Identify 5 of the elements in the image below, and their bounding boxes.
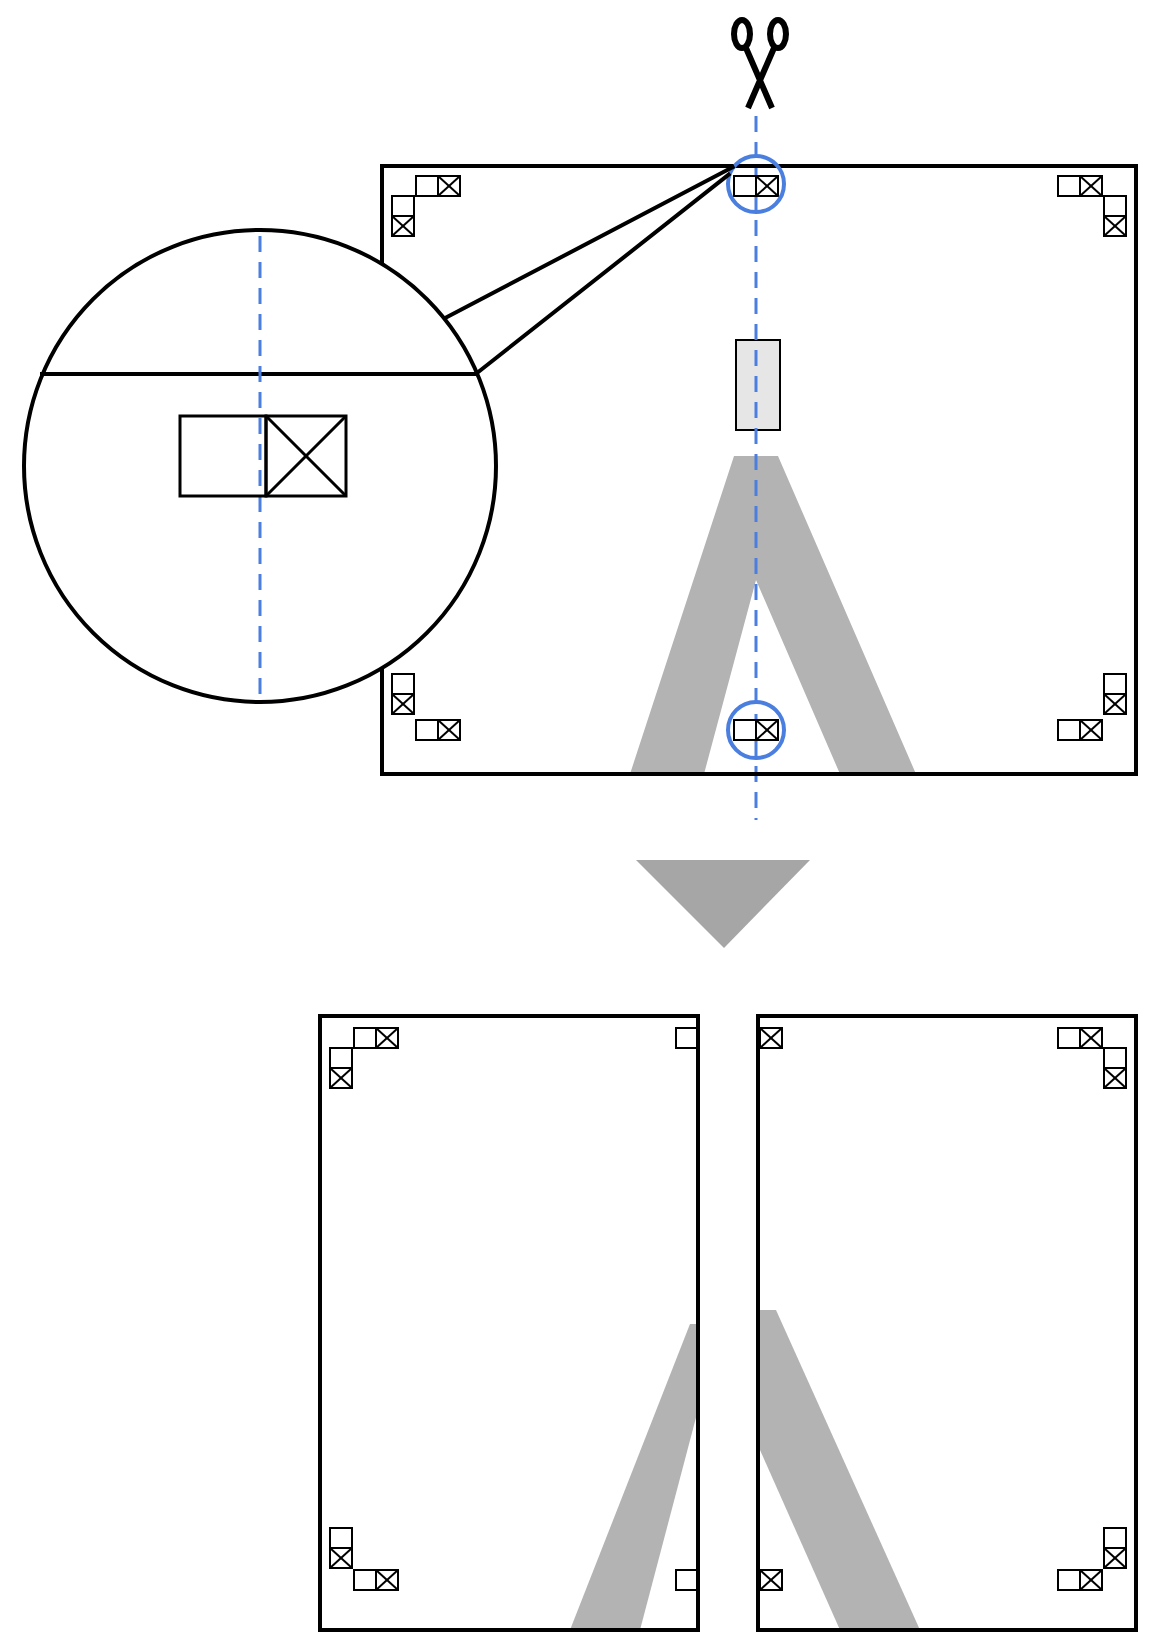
paper-sheet	[756, 1014, 1138, 1632]
leader-line	[442, 164, 737, 375]
down-arrow	[636, 860, 810, 948]
target-circle	[726, 154, 786, 214]
paper-sheet	[318, 1014, 700, 1632]
